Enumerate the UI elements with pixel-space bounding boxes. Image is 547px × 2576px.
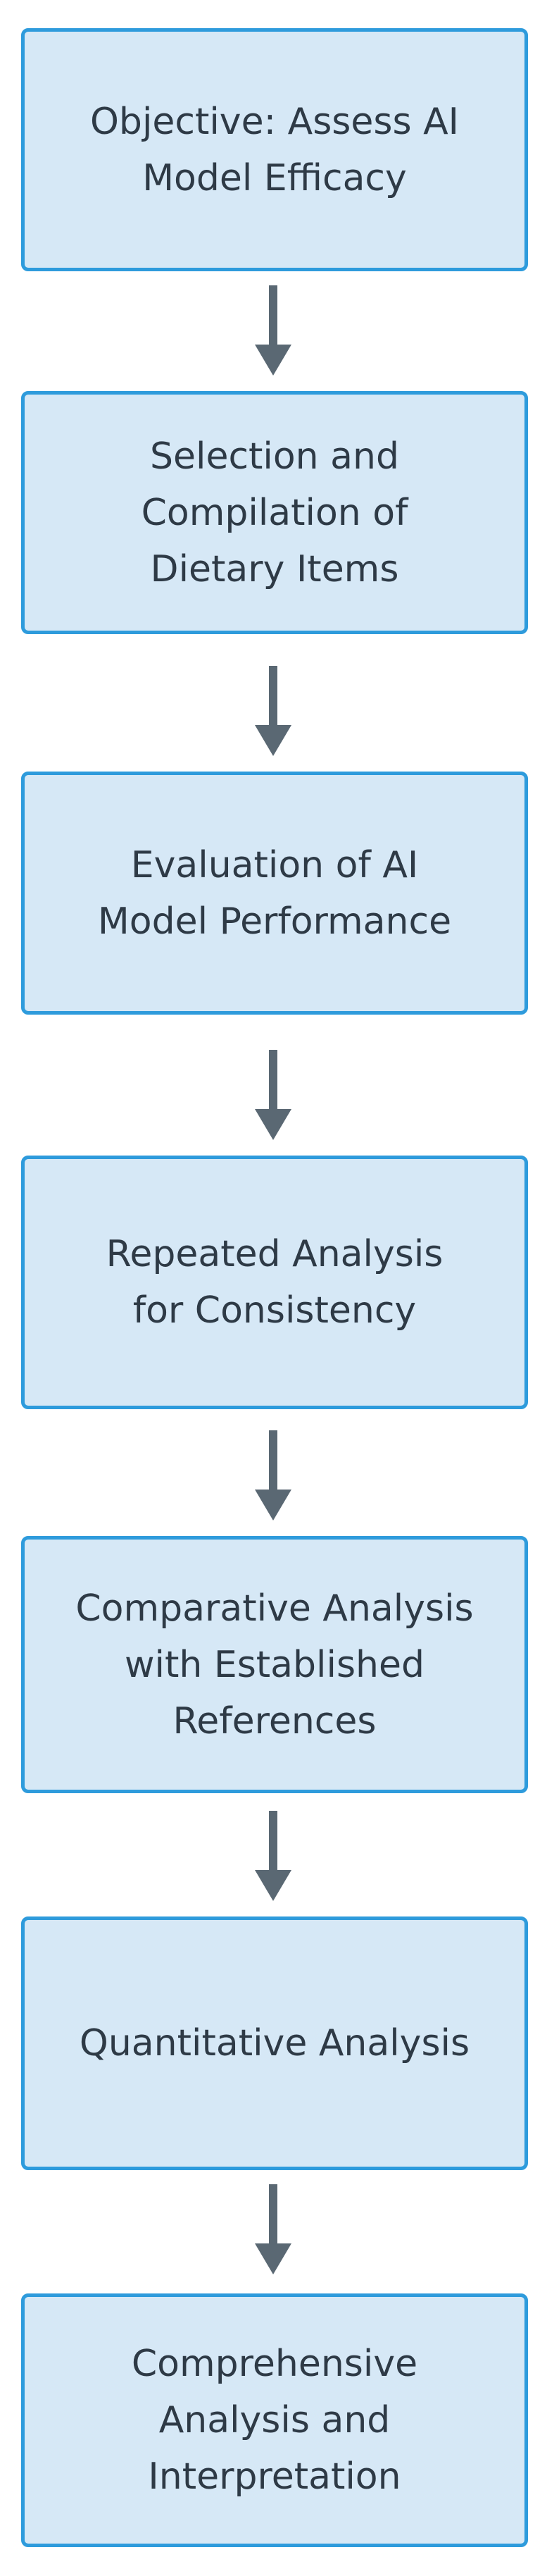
step-box-comparative: Comparative Analysis with Established Re… (21, 1536, 528, 1793)
step-box-evaluation: Evaluation of AI Model Performance (21, 772, 528, 1015)
step-label: Evaluation of AI Model Performance (97, 843, 452, 943)
step-box-quantitative: Quantitative Analysis (21, 1916, 528, 2170)
down-arrow-icon (252, 666, 294, 757)
step-box-repeated: Repeated Analysis for Consistency (21, 1156, 528, 1409)
step-label: Selection and Compilation of Dietary Ite… (141, 435, 408, 590)
down-arrow-icon (252, 1811, 294, 1902)
step-label: Comparative Analysis with Established Re… (75, 1587, 474, 1742)
down-arrow-icon (252, 285, 294, 377)
step-label: Comprehensive Analysis and Interpretatio… (131, 2343, 418, 2498)
down-arrow-icon (252, 2184, 294, 2276)
step-box-selection: Selection and Compilation of Dietary Ite… (21, 391, 528, 634)
step-label: Objective: Assess AI Model Efficacy (90, 100, 459, 199)
step-label: Repeated Analysis for Consistency (106, 1233, 444, 1332)
down-arrow-icon (252, 1050, 294, 1141)
step-box-comprehensive: Comprehensive Analysis and Interpretatio… (21, 2293, 528, 2547)
down-arrow-icon (252, 1430, 294, 1522)
step-box-objective: Objective: Assess AI Model Efficacy (21, 28, 528, 271)
step-label: Quantitative Analysis (79, 2022, 470, 2064)
